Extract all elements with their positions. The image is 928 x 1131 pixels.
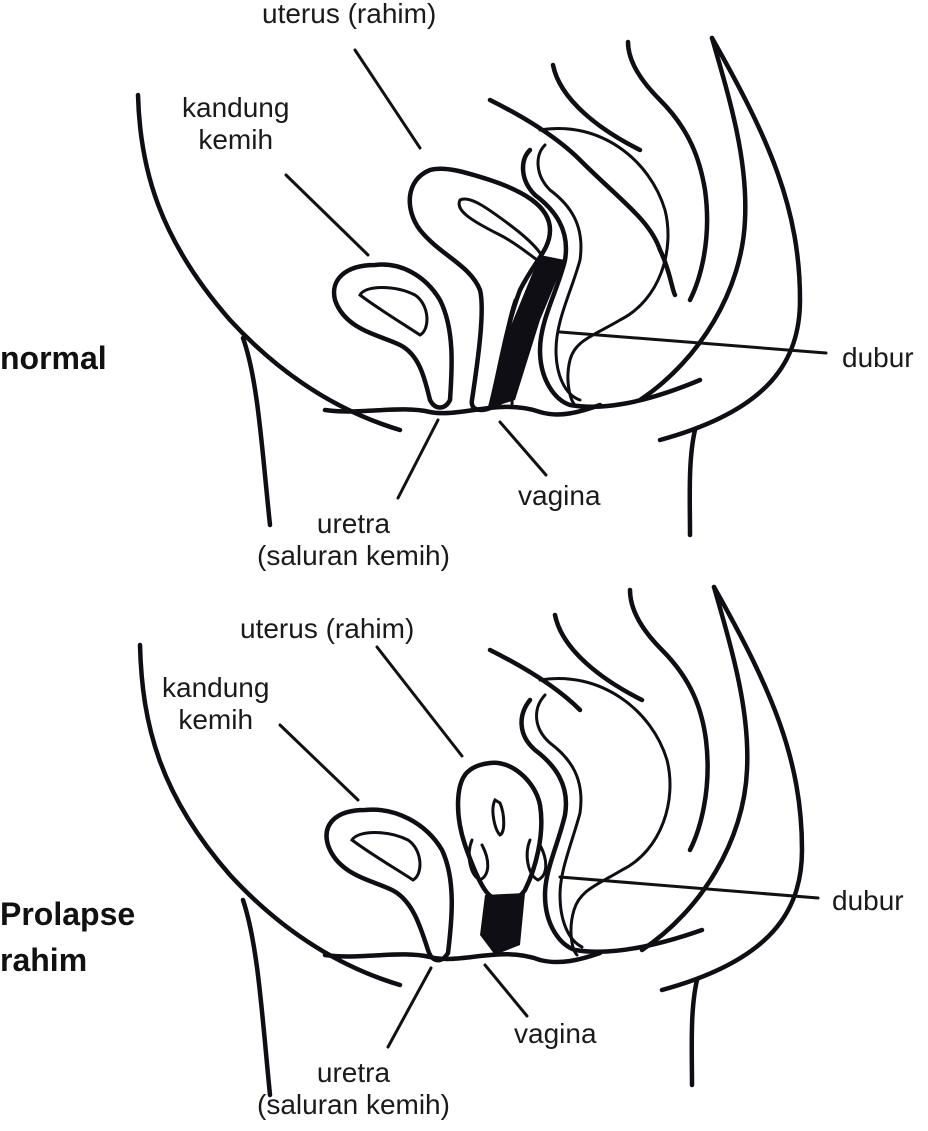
vagina-pointer <box>498 420 548 477</box>
urethra-pointer <box>396 418 440 500</box>
prolapse-anatomy-illustration <box>137 584 820 1098</box>
label-vagina: vagina <box>518 480 601 511</box>
label-bladder-line2: kemih <box>198 124 274 155</box>
label-urethra-line2: (saluran kemih) <box>257 540 450 571</box>
rectum-pointer <box>558 330 828 355</box>
rectum-pointer <box>558 875 820 900</box>
urethra-pointer <box>386 966 433 1049</box>
panel-title-normal: normal <box>0 335 107 381</box>
uterus-pointer <box>353 48 422 150</box>
vagina-pointer <box>483 963 529 1018</box>
normal-anatomy-illustration <box>135 35 828 538</box>
label-uterus: uterus (rahim) <box>262 0 437 29</box>
label-uterus: uterus (rahim) <box>240 613 415 644</box>
label-rectum: dubur <box>842 342 914 373</box>
label-urethra-line1: uretra <box>316 1057 391 1088</box>
label-bladder-line1: kandung <box>162 672 270 703</box>
label-rectum: dubur <box>832 885 904 916</box>
label-urethra: uretra (saluran kemih) <box>257 1057 450 1121</box>
normal-anatomy-panel: normal uterus (rahim) kandung kemih dubu… <box>0 0 914 572</box>
label-bladder-line2: kemih <box>178 704 254 735</box>
label-vagina: vagina <box>514 1018 597 1049</box>
uterus-pointer <box>375 645 464 758</box>
label-urethra-line1: uretra <box>316 508 391 539</box>
label-urethra-line2: (saluran kemih) <box>257 1089 450 1120</box>
panel-title-prolapse: Prolapse rahim <box>0 891 135 983</box>
label-bladder: kandung kemih <box>162 672 269 736</box>
prolapse-anatomy-panel: Prolapse rahim uterus (rahim) kandung ke… <box>0 575 928 1131</box>
bladder-pointer <box>284 173 370 257</box>
bladder-pointer <box>278 723 360 802</box>
panel-title-line: Prolapse <box>0 896 136 932</box>
panel-title-line: rahim <box>0 942 88 978</box>
label-bladder-line1: kandung <box>182 92 290 123</box>
panel-title-line: normal <box>0 340 107 376</box>
label-urethra: uretra (saluran kemih) <box>257 508 450 572</box>
label-bladder: kandung kemih <box>182 92 289 156</box>
